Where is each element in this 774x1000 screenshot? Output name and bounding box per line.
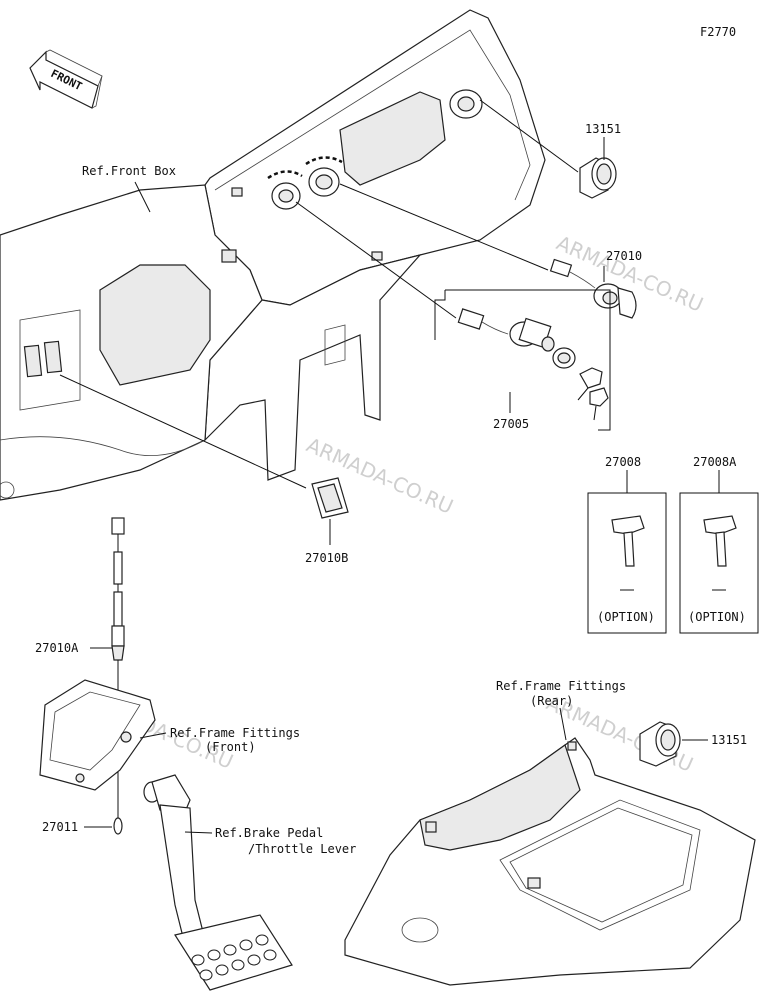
- label-27010b: 27010B: [305, 551, 348, 565]
- front-frame-bracket: [39, 679, 156, 791]
- label-ref-frame-rear-1: Ref.Frame Fittings: [496, 679, 626, 693]
- dashboard-assembly: [0, 9, 546, 501]
- label-13151-bottom: 13151: [711, 733, 747, 747]
- part-27010-socket: [549, 258, 637, 319]
- rear-frame-assembly: [344, 737, 756, 986]
- brake-pedal: [143, 774, 293, 991]
- leader-lines: [59, 99, 579, 489]
- front-arrow-icon: FRONT: [29, 49, 103, 109]
- label-option-2: (OPTION): [688, 610, 746, 624]
- label-27008a: 27008A: [693, 455, 737, 469]
- part-27010b-switch: [311, 477, 349, 545]
- part-27008-key: [587, 470, 667, 634]
- label-13151-top: 13151: [585, 122, 621, 136]
- part-13151-socket-top: [579, 137, 617, 199]
- part-27005-ignition-switch-kit: [434, 289, 611, 431]
- label-27010a: 27010A: [35, 641, 79, 655]
- label-ref-brake-2: /Throttle Lever: [248, 842, 356, 856]
- label-ref-brake-1: Ref.Brake Pedal: [215, 826, 323, 840]
- part-27008a-key: [679, 470, 759, 634]
- label-27010: 27010: [606, 249, 642, 263]
- part-27010a-brake-switch: [111, 517, 125, 835]
- label-ref-frame-front-1: Ref.Frame Fittings: [170, 726, 300, 740]
- figure-code: F2770: [700, 25, 736, 39]
- label-option-1: (OPTION): [597, 610, 655, 624]
- label-ref-frame-rear-2: (Rear): [530, 694, 573, 708]
- part-13151-socket-bottom: [639, 721, 681, 767]
- label-ref-frame-front-2: (Front): [205, 740, 256, 754]
- label-27005: 27005: [493, 417, 529, 431]
- label-27011: 27011: [42, 820, 78, 834]
- label-ref-front-box: Ref.Front Box: [82, 164, 176, 178]
- label-27008: 27008: [605, 455, 641, 469]
